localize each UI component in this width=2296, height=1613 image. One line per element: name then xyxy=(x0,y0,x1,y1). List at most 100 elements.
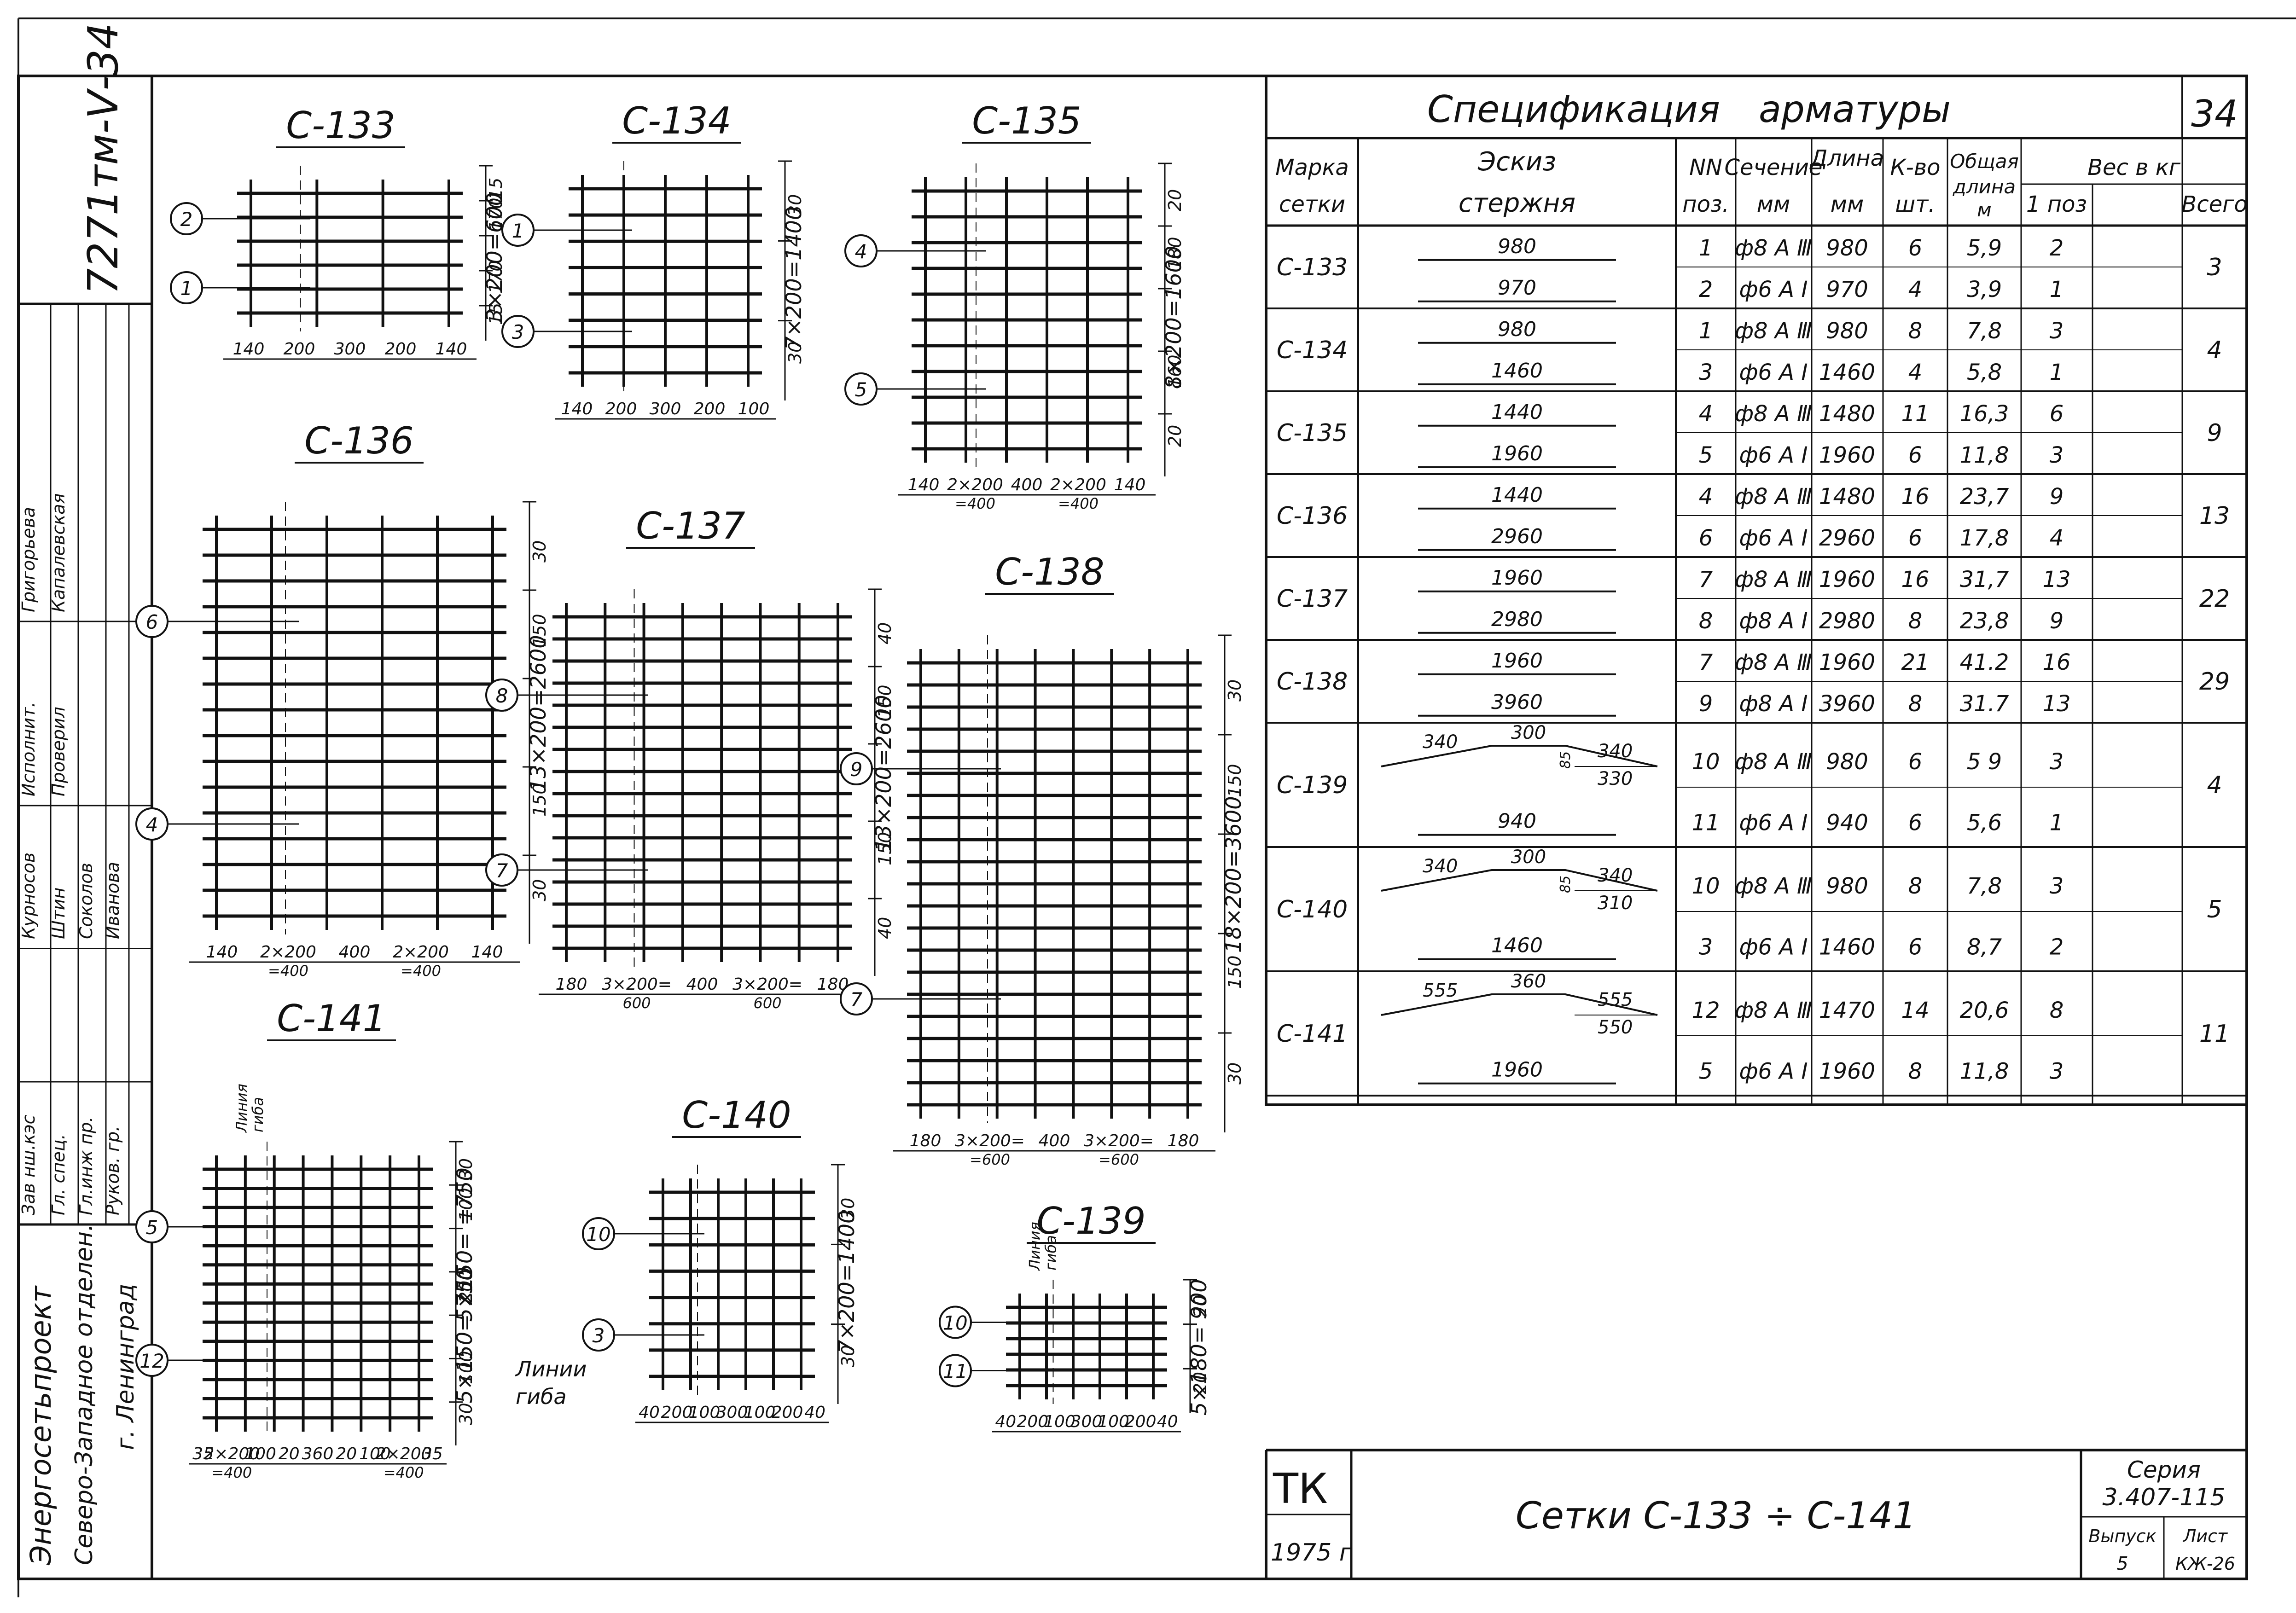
spec-total-length: 7,8 xyxy=(1967,318,2002,344)
spec-section: ф8 А Ⅲ xyxy=(1735,998,1812,1023)
spec-qty: 6 xyxy=(1908,442,1923,468)
spec-total-length: 16,3 xyxy=(1960,401,2009,427)
bent-dim-h: 85 xyxy=(1558,751,1574,769)
tb-issue-value: 5 xyxy=(2116,1553,2128,1574)
bent-dim-c: 340 xyxy=(1598,741,1633,762)
spec-total-length: 23,8 xyxy=(1960,608,2009,634)
dimension-horizontal: 180 xyxy=(556,975,587,994)
spec-qty: 8 xyxy=(1908,873,1923,899)
stamp-role-label: Зав нш.кэс xyxy=(18,1114,39,1215)
dimension-vertical: 5×180= 900 xyxy=(1186,1279,1211,1416)
position-callout-number: 7 xyxy=(850,988,863,1011)
spec-qty: 6 xyxy=(1908,749,1923,775)
stamp-person-name: Соколов xyxy=(76,863,96,939)
tb-series-label: Серия xyxy=(2127,1456,2201,1483)
position-callout-number: 1 xyxy=(512,220,524,242)
drawing-number: 7271тм-Ⅴ-34 xyxy=(79,23,128,295)
dimension-horizontal: 400 xyxy=(686,975,718,994)
position-callout-number: 3 xyxy=(512,321,524,343)
stamp-role-label: Гл. спец. xyxy=(48,1134,69,1215)
position-callout-number: 8 xyxy=(496,685,508,707)
spec-qty: 16 xyxy=(1901,567,1929,592)
dimension-horizontal: 100 xyxy=(689,1403,721,1422)
spec-mark: С-136 xyxy=(1277,502,1348,530)
dimension-vertical: 18×200=3600 xyxy=(1221,796,1246,953)
bar-sketch-length: 2980 xyxy=(1491,608,1543,631)
dimension-horizontal: 300 xyxy=(334,340,366,359)
spec-header-label: Длина xyxy=(1809,145,1884,171)
bent-bar-line xyxy=(1381,869,1658,892)
spec-weight-pos: 8 xyxy=(2050,998,2064,1023)
stamp-role-label: Гл.инж пр. xyxy=(76,1117,96,1215)
bent-dim-a: 555 xyxy=(1423,980,1458,1001)
spec-weight-total: 3 xyxy=(2207,254,2222,281)
bent-dim-h: 85 xyxy=(1558,876,1574,893)
dimension-horizontal: 2×200 xyxy=(1050,476,1106,494)
dimension-horizontal: =400 xyxy=(401,962,441,980)
tb-issue-label: Выпуск xyxy=(2088,1526,2156,1546)
dimension-horizontal: 200 xyxy=(694,400,726,418)
dimension-horizontal: 3×200= xyxy=(1084,1131,1154,1150)
dimension-horizontal: 140 xyxy=(561,400,593,418)
spec-section: ф8 А Ⅲ xyxy=(1735,484,1812,510)
bend-line-label: Линия xyxy=(233,1084,250,1133)
dimension-horizontal: 360 xyxy=(302,1445,334,1463)
dimension-vertical: 30 xyxy=(456,1158,476,1180)
dimension-vertical: 30 xyxy=(838,1198,858,1220)
dimension-horizontal: =400 xyxy=(955,495,995,512)
spec-section: ф8 А Ⅰ xyxy=(1739,608,1808,634)
spec-total-length: 7,8 xyxy=(1967,873,2002,899)
spec-total-length: 31.7 xyxy=(1960,691,2009,717)
spec-mark: С-137 xyxy=(1277,585,1348,613)
spec-qty: 4 xyxy=(1908,277,1923,302)
spec-section: ф8 А Ⅲ xyxy=(1735,235,1812,261)
dimension-vertical: 30 xyxy=(1225,679,1245,702)
spec-pos: 10 xyxy=(1691,749,1720,775)
bent-dim-d: 550 xyxy=(1598,1017,1633,1038)
bar-sketch-length: 940 xyxy=(1498,810,1536,833)
dimension-vertical: 170 xyxy=(486,260,506,294)
dimension-horizontal: 200 xyxy=(385,340,417,359)
spec-weight-total: 5 xyxy=(2207,896,2222,923)
position-callout-number: 7 xyxy=(496,859,508,882)
spec-length: 980 xyxy=(1826,873,1868,899)
dimension-horizontal: 140 xyxy=(471,943,503,962)
dimension-horizontal: 140 xyxy=(206,943,238,962)
dimension-horizontal: 200 xyxy=(661,1403,693,1422)
dimension-horizontal: 100 xyxy=(1044,1412,1075,1431)
spec-length: 1470 xyxy=(1819,998,1875,1023)
tb-code: ТК xyxy=(1273,1465,1328,1513)
spec-mark: С-140 xyxy=(1277,896,1348,923)
dimension-horizontal: 40 xyxy=(639,1403,660,1422)
dimension-vertical: 20 xyxy=(1190,1295,1210,1317)
bar-sketch-length: 1460 xyxy=(1491,934,1543,957)
bent-dim-d: 310 xyxy=(1598,893,1633,914)
spec-section: ф6 А Ⅰ xyxy=(1739,525,1808,551)
dimension-vertical: 13×200=2600 xyxy=(526,635,551,792)
spec-mark: С-133 xyxy=(1277,254,1348,281)
spec-qty: 8 xyxy=(1908,691,1923,717)
spec-length: 1460 xyxy=(1819,360,1875,385)
spec-weight-pos: 3 xyxy=(2050,442,2064,468)
bar-sketch-length: 1960 xyxy=(1491,442,1543,465)
tb-sheet-label: Лист xyxy=(2182,1526,2228,1546)
spec-pos: 3 xyxy=(1699,934,1713,960)
dimension-horizontal: 3×200= xyxy=(955,1131,1025,1150)
spec-weight-total: 22 xyxy=(2199,585,2230,613)
dimension-vertical: 20 xyxy=(1165,425,1185,447)
dimension-horizontal: 35 xyxy=(192,1445,214,1463)
spec-qty: 8 xyxy=(1908,1059,1923,1085)
spec-mark: С-141 xyxy=(1277,1020,1348,1048)
spec-pos: 1 xyxy=(1699,318,1713,344)
spec-total-length: 8,7 xyxy=(1967,934,2002,960)
spec-qty: 21 xyxy=(1901,650,1929,675)
bar-sketch-length: 980 xyxy=(1498,318,1536,341)
spec-section: ф6 А Ⅰ xyxy=(1739,360,1808,385)
dimension-horizontal: 3×200= xyxy=(602,975,672,994)
spec-header-label: 1 поз xyxy=(2026,191,2087,217)
